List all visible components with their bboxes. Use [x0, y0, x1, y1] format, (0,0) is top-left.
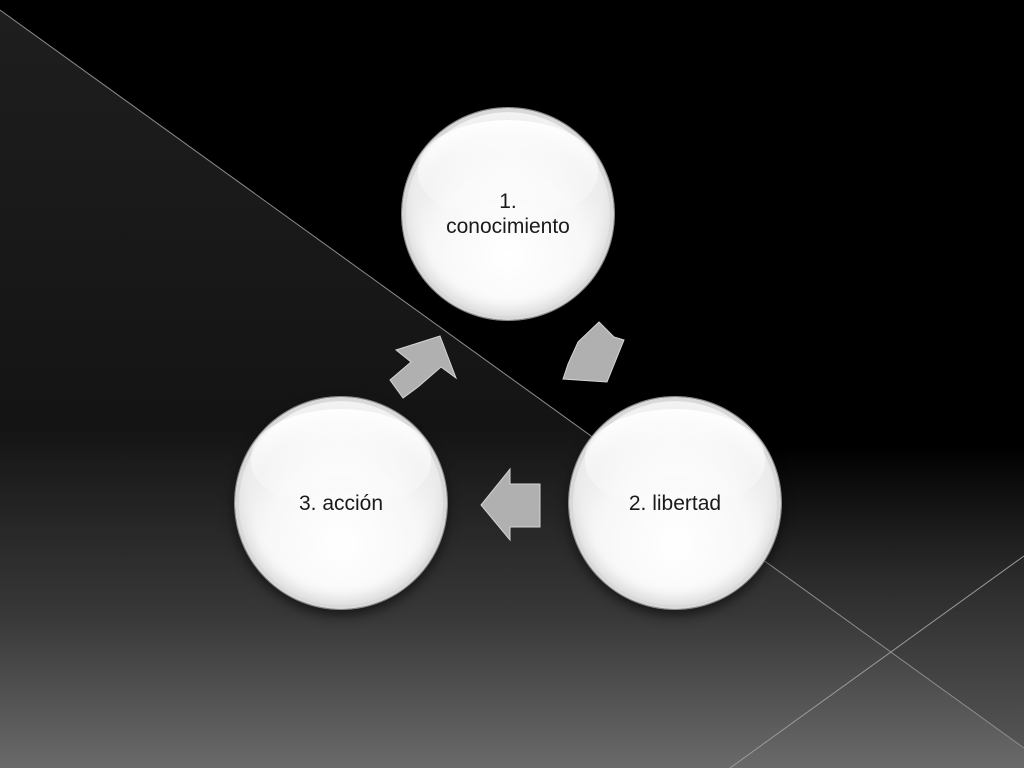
background-diagonal-line: [0, 9, 1024, 749]
node-label: 3. acción: [298, 491, 384, 515]
node-label: 1. conocimiento: [446, 190, 570, 238]
cycle-node-accion: 3. acción: [235, 397, 447, 609]
cycle-node-conocimiento: 1. conocimiento: [402, 108, 614, 320]
cycle-node-libertad: 2. libertad: [569, 397, 781, 609]
node-label: 2. libertad: [628, 491, 722, 515]
background-cross-line: [729, 555, 1024, 768]
background-diagonal-panel: [0, 10, 1024, 768]
